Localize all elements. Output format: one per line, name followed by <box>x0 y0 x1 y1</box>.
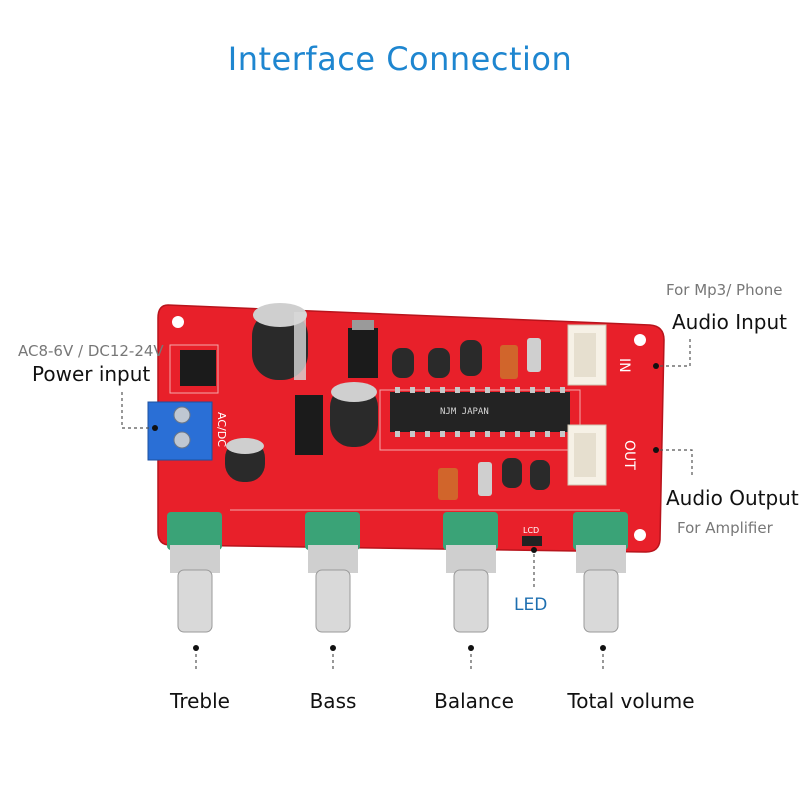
capacitor-tiny <box>428 348 450 378</box>
audio-input-label: Audio Input <box>672 310 787 334</box>
callout-dot <box>330 645 336 651</box>
callout-dot <box>152 425 158 431</box>
out-label: OUT <box>621 440 637 470</box>
pot-total-volume <box>573 512 628 633</box>
mount-hole <box>634 529 646 541</box>
in-label: IN <box>616 358 632 373</box>
ic-chip-text: NJM JAPAN <box>440 407 489 417</box>
audio-output-note: For Amplifier <box>677 519 773 537</box>
transistor <box>295 395 323 455</box>
capacitor-film <box>527 338 541 372</box>
transistor <box>348 328 378 378</box>
pot-balance <box>443 512 498 633</box>
capacitor-tiny <box>478 462 492 496</box>
power-input-label: Power input <box>32 362 151 386</box>
mount-hole <box>634 334 646 346</box>
pot-treble <box>167 512 222 633</box>
callout-dot <box>468 645 474 651</box>
lcd-label: LCD <box>523 526 539 535</box>
voltage-regulator <box>180 350 216 386</box>
callout-dot <box>653 447 659 453</box>
capacitor-film <box>500 345 518 379</box>
callout-dot <box>531 547 537 553</box>
capacitor-tiny <box>530 460 550 490</box>
capacitor-tiny <box>392 348 414 378</box>
callout-dot <box>653 363 659 369</box>
page-title: Interface Connection <box>227 40 573 78</box>
pot-bass <box>305 512 360 633</box>
callout-dot <box>193 645 199 651</box>
treble-label: Treble <box>170 689 230 713</box>
mount-hole <box>172 316 184 328</box>
capacitor-tiny <box>502 458 522 488</box>
capacitor-tiny <box>460 340 482 376</box>
led-component <box>522 536 542 546</box>
power-spec-label: AC8-6V / DC12-24V <box>18 342 164 360</box>
callout-dot <box>600 645 606 651</box>
callout-power <box>121 392 155 429</box>
acdc-label: AC/DC <box>215 412 228 447</box>
led-label: LED <box>514 595 548 615</box>
capacitor-film <box>438 468 458 500</box>
balance-label: Balance <box>434 689 514 713</box>
audio-input-note: For Mp3/ Phone <box>666 281 783 299</box>
ic-chip <box>390 392 570 432</box>
total-volume-label: Total volume <box>567 689 695 713</box>
audio-output-label: Audio Output <box>666 486 799 510</box>
callout-audio-output <box>660 449 693 478</box>
callout-audio-input <box>660 336 691 367</box>
bass-label: Bass <box>309 689 357 713</box>
